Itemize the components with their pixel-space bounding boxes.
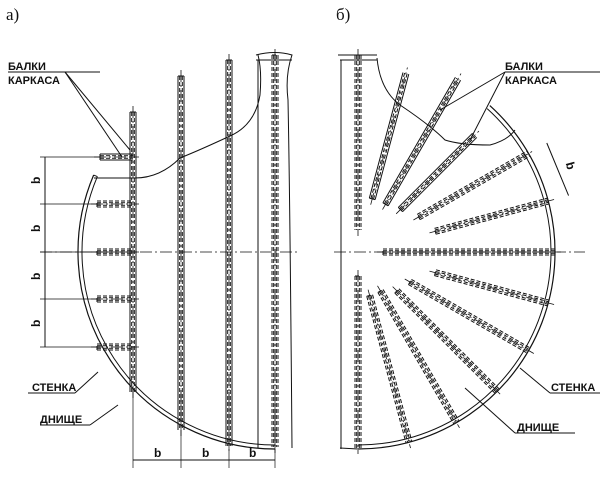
view-b-radial-beam-9-edge — [398, 288, 500, 390]
view-b-radial-beam-7-inner — [435, 270, 549, 303]
view-a-label: а) — [6, 5, 19, 24]
view-b-dim-line — [546, 142, 570, 196]
view-b-bottom-label: ДНИЩЕ — [517, 422, 559, 434]
view-b-radial-beam-2-inner — [383, 77, 458, 204]
view-a-dim-label-bottom: b — [202, 446, 209, 460]
view-b-radial-beam-11-edge — [372, 294, 413, 442]
view-b-radial-beam-1-edge — [368, 72, 404, 199]
view-a-beams-leader — [64, 71, 123, 158]
view-b-beams-leader — [439, 71, 506, 111]
view-b-radial-beam-3-inner — [400, 135, 476, 211]
view-a-dim-label-left: b — [29, 273, 43, 280]
view-b-radial-beam-9-axis — [392, 286, 502, 396]
view-b-break-curve — [376, 57, 516, 146]
view-b-radial-beam-4-axis — [413, 150, 535, 221]
view-b-radial-beam-5-edge — [434, 197, 548, 229]
view-b-radial-beam-11-edge — [366, 296, 407, 444]
view-b-radial-beam-11-inner — [370, 295, 411, 443]
view-b-radial-beam-8-edge — [408, 284, 528, 354]
view-b-radial-beam-7-end — [434, 269, 437, 276]
view-a-wall-end — [93, 174, 98, 178]
view-b-radial-beam-10-inner — [378, 291, 456, 424]
view-a-dim-label-left: b — [29, 225, 43, 232]
view-b-label: б) — [336, 5, 350, 24]
view-b-radial-beam-10-inner — [381, 290, 459, 423]
view-b-radial-beam-9-edge — [394, 292, 496, 394]
view-b-radial-beam-1-inner — [373, 73, 408, 200]
view-b-radial-beam-2-edge — [387, 80, 462, 207]
view-b-radial-beam-3-inner — [399, 134, 475, 210]
view-b-radial-beam-5-inner — [435, 201, 549, 234]
view-b-radial-beam-1-inner — [370, 72, 406, 199]
view-a-dim-label-bottom: b — [154, 446, 161, 460]
view-b-radial-beam-5-axis — [429, 199, 555, 234]
view-b-radial-beam-3-axis — [395, 130, 480, 215]
view-b-radial-beam-1-axis — [370, 67, 408, 205]
view-b-bottom-leader — [464, 387, 516, 434]
view-b-radial-beam-7-inner — [434, 273, 549, 305]
view-b-radial-beam-9-end — [394, 288, 400, 294]
view-b-radial-beam-10-axis — [377, 285, 460, 429]
view-b-radial-beam-1-edge — [374, 73, 410, 200]
view-b-radial-beam-4-inner — [419, 154, 530, 219]
view-b-radial-beam-4-edge — [419, 155, 531, 221]
view-a-wall-outer — [77, 174, 276, 450]
view-a-dim-label-bottom: b — [249, 446, 256, 460]
view-a-beams-label-2: КАРКАСА — [8, 75, 60, 87]
view-a-dim-label-left: b — [29, 320, 43, 327]
view-b-radial-beam-4-inner — [417, 151, 529, 217]
view-b-radial-beam-5-inner — [434, 199, 549, 231]
view-b-beams-label-2: КАРКАСА — [505, 75, 557, 87]
view-b-bottom-edge — [339, 447, 359, 450]
view-b-wall-outer — [357, 105, 556, 450]
view-b-radial-beam-4-edge — [416, 150, 528, 215]
view-b-radial-beam-11-inner — [367, 295, 409, 443]
view-a-beams-label-1: БАЛКИ — [8, 61, 46, 73]
view-a-wall-leader — [74, 371, 99, 394]
view-b-wall-inner — [357, 108, 552, 446]
view-b-radial-beam-10-edge — [377, 292, 455, 425]
view-b-radial-beam-2-end — [382, 202, 389, 207]
view-b-radial-beam-8-inner — [410, 280, 530, 350]
view-a-beams-leader — [64, 71, 131, 151]
view-b-radial-beam-1-end — [369, 197, 376, 201]
view-b-radial-beam-3-end — [397, 207, 403, 213]
view-b-wall-label: СТЕНКА — [551, 382, 595, 394]
view-b-radial-beam-8-edge — [411, 278, 531, 349]
view-b-beams-leader — [469, 71, 506, 141]
view-b-radial-beam-5-edge — [435, 203, 550, 235]
view-b-radial-beam-2-axis — [382, 73, 462, 210]
view-b-radial-beam-2-inner — [386, 79, 460, 206]
view-b-dim-label: b — [563, 160, 578, 171]
view-b-radial-beam-3-edge — [397, 132, 473, 208]
view-b-radial-beam-4-end — [416, 214, 421, 220]
view-a-bottom-leader — [89, 404, 119, 426]
view-b-wall-leader — [519, 367, 551, 394]
view-b-radial-beam-7-edge — [434, 275, 548, 307]
view-a-dim-label-left: b — [29, 177, 43, 184]
view-b-radial-beam-2-edge — [382, 77, 456, 204]
view-a-break-curve — [94, 54, 262, 179]
view-a-break-line — [255, 52, 293, 449]
view-b-radial-beam-7-axis — [429, 270, 555, 305]
view-b-radial-beam-8-end — [408, 279, 412, 285]
view-b-radial-beam-7-edge — [435, 269, 550, 301]
view-b-radial-beam-8-axis — [404, 278, 535, 354]
view-b-radial-beam-11-axis — [367, 289, 411, 449]
view-b-radial-beam-10-edge — [382, 289, 460, 422]
view-b-beams-label-1: БАЛКИ — [505, 61, 543, 73]
view-a-wall-inner — [81, 176, 276, 446]
view-b-radial-beam-10-end — [377, 289, 384, 293]
view-b-radial-beam-8-inner — [409, 282, 529, 353]
view-a-bottom-label: ДНИЩЕ — [40, 414, 82, 426]
view-b-radial-beam-5-end — [434, 228, 437, 235]
view-a-wall-label: СТЕНКА — [32, 382, 76, 394]
view-b-radial-beam-3-edge — [402, 137, 478, 213]
view-b-radial-beam-11-end — [366, 294, 373, 297]
